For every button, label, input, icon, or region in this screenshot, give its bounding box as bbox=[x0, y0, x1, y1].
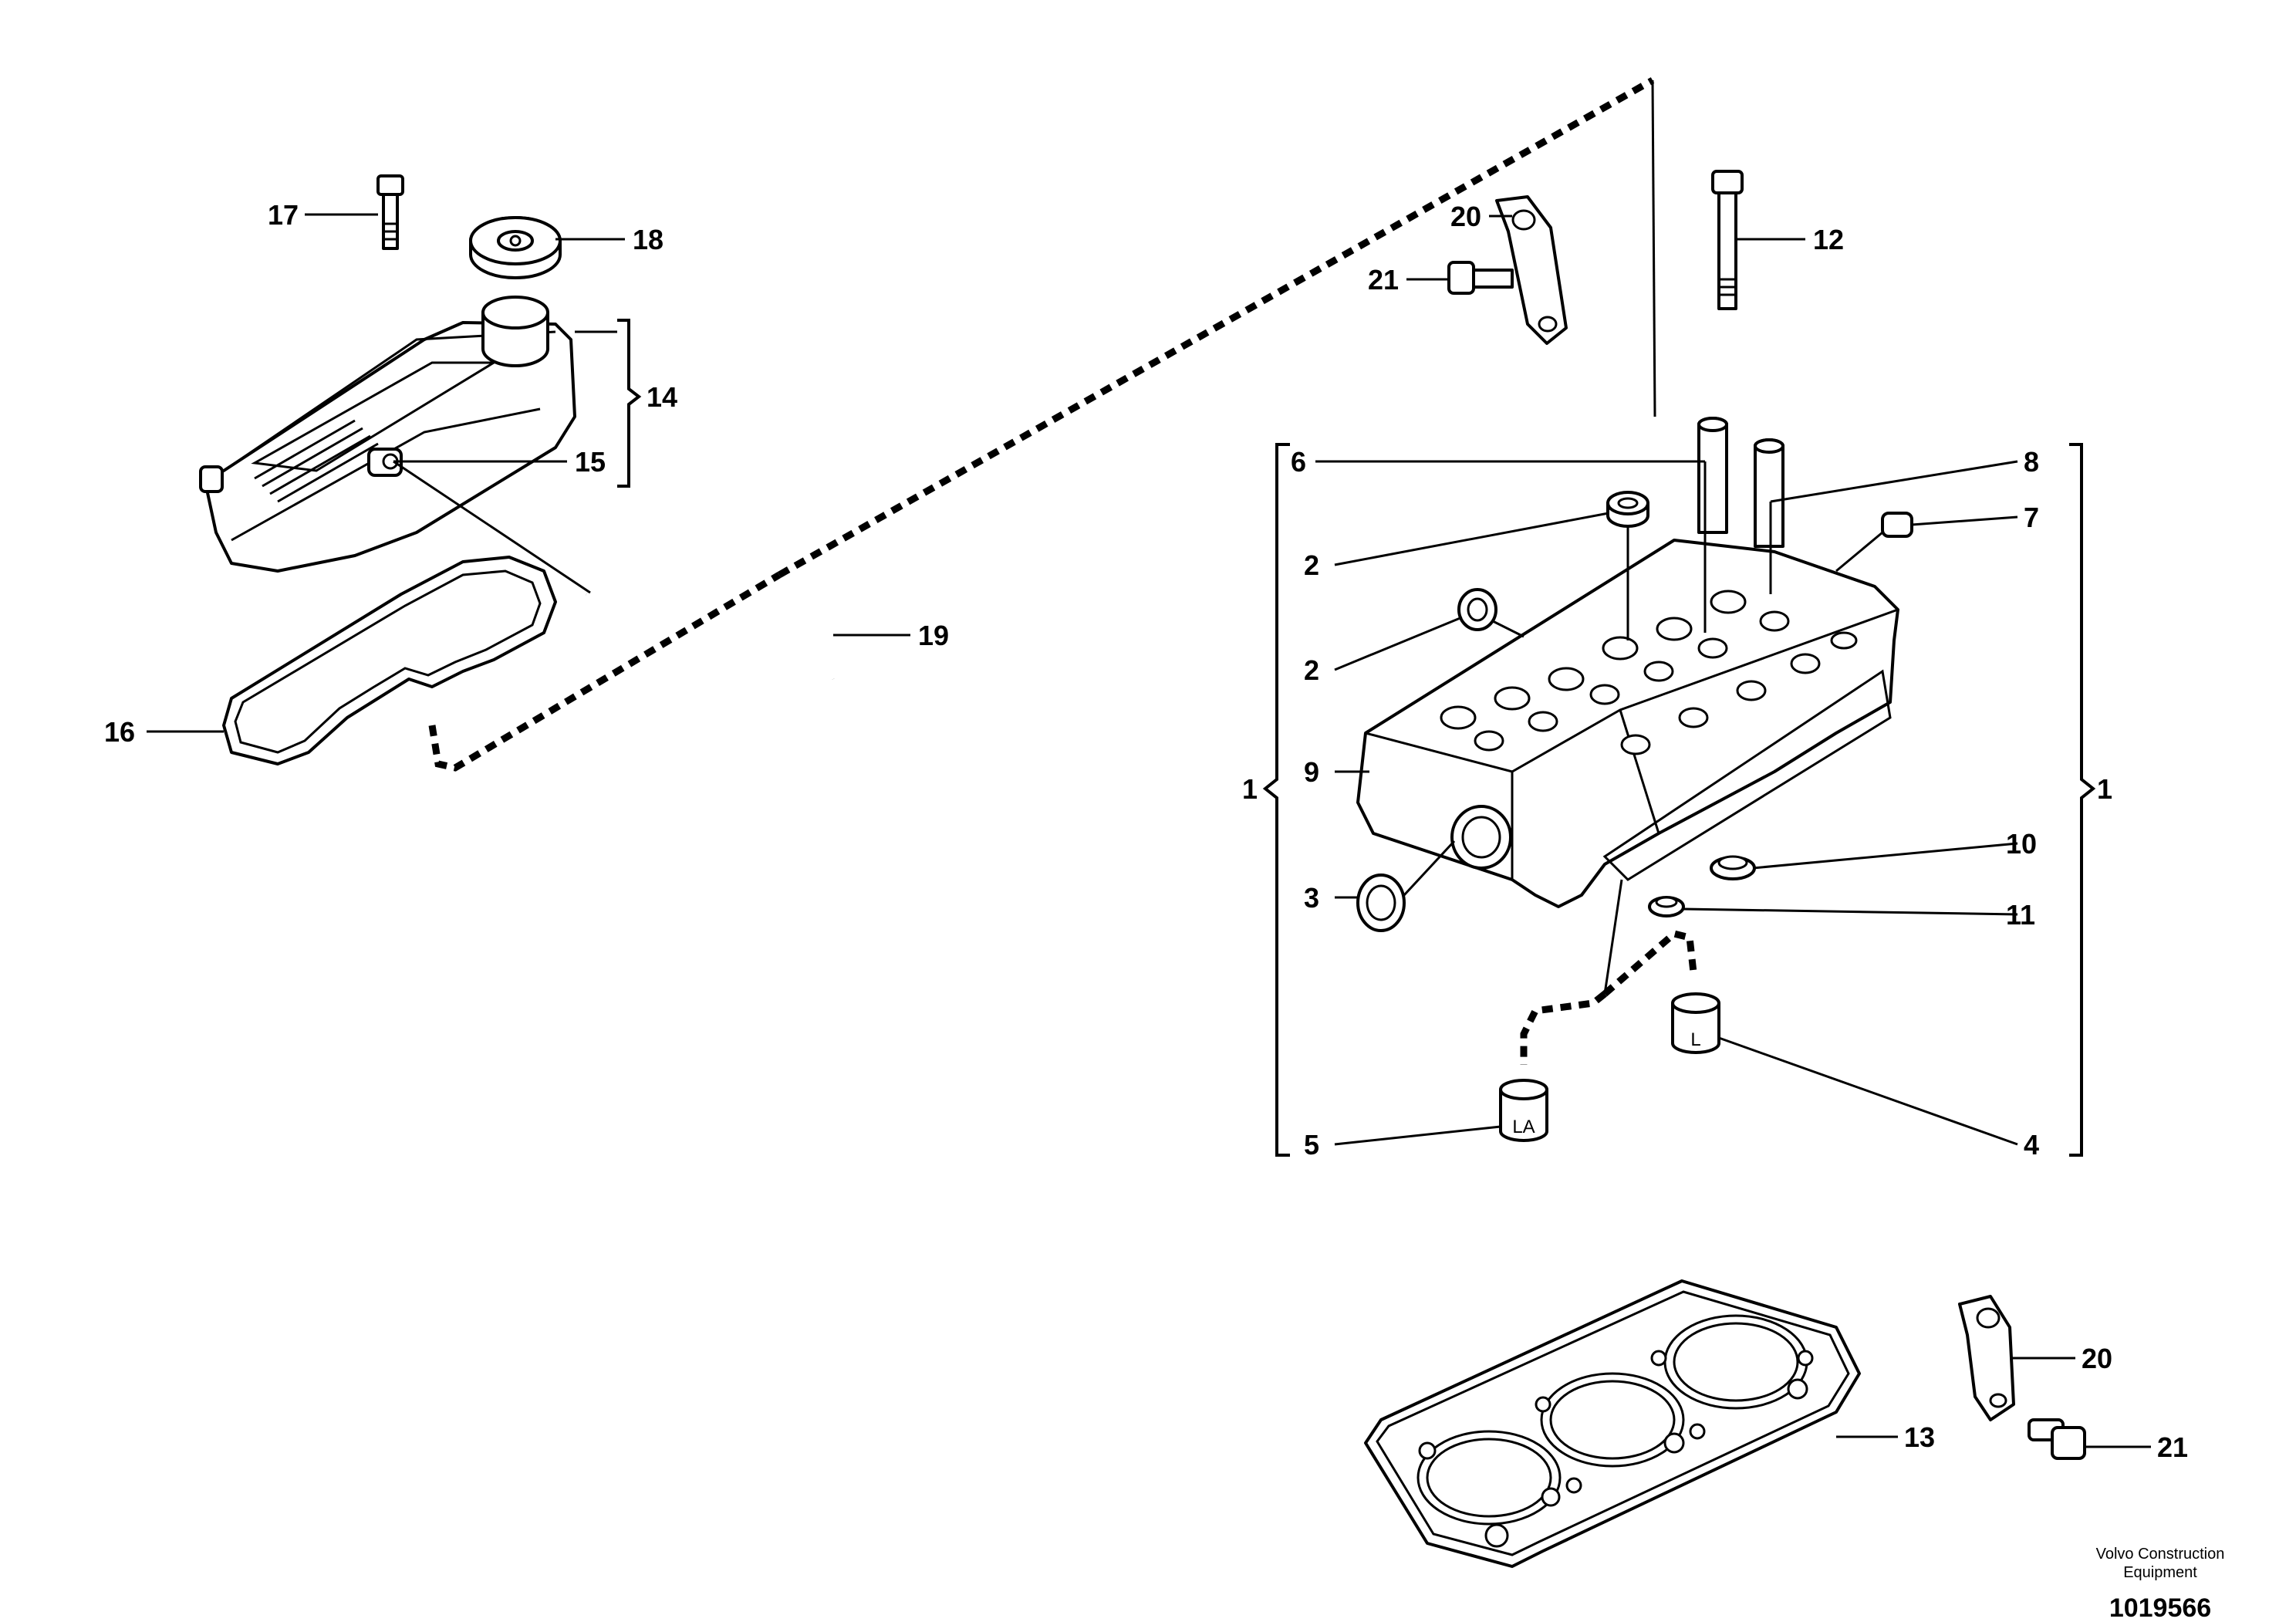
head-gasket-13-part bbox=[1364, 1279, 1861, 1568]
callout-17: 17 bbox=[268, 199, 299, 231]
insert-11-part bbox=[1648, 896, 1685, 917]
valve-guide-8-part bbox=[1754, 438, 1784, 548]
head-ports bbox=[1440, 590, 1858, 755]
valve-cover-14-part bbox=[199, 296, 576, 573]
callout-6: 6 bbox=[1291, 446, 1306, 478]
callout-16: 16 bbox=[104, 716, 135, 748]
callout-20-bottom: 20 bbox=[2082, 1343, 2112, 1374]
callout-10: 10 bbox=[2006, 828, 2037, 860]
seal-2-lower-part bbox=[1457, 588, 1497, 631]
breather-hose-19-part bbox=[582, 564, 840, 681]
callout-7: 7 bbox=[2024, 502, 2039, 533]
bolt-21-top-part bbox=[1447, 261, 1514, 295]
brand-line-1: Volvo Construction bbox=[2096, 1546, 2225, 1563]
bolt-21-bottom-part bbox=[2028, 1418, 2086, 1460]
cylinder-head-assembly: L LA bbox=[1356, 417, 1913, 1142]
callout-labels: 17 18 14 15 16 19 20 21 12 6 8 7 2 2 9 1… bbox=[104, 199, 2188, 1463]
bolt-17-part bbox=[376, 174, 404, 250]
callout-13: 13 bbox=[1904, 1421, 1935, 1453]
callout-1-right: 1 bbox=[2097, 773, 2112, 805]
callout-21-bottom: 21 bbox=[2157, 1431, 2188, 1463]
dowel-l-mark: L bbox=[1690, 1029, 1700, 1050]
leader-lines bbox=[147, 213, 2151, 1448]
bracket-20-top-part bbox=[1495, 195, 1568, 345]
seal-3-part bbox=[1356, 874, 1406, 932]
insert-10-part bbox=[1710, 855, 1756, 880]
valve-cover-assembly bbox=[199, 174, 840, 765]
plug-7-part bbox=[1881, 512, 1913, 538]
seal-2-upper-part bbox=[1606, 491, 1649, 528]
callout-4: 4 bbox=[2024, 1129, 2039, 1161]
dowel-4-part: L bbox=[1671, 992, 1720, 1054]
callout-9: 9 bbox=[1304, 756, 1319, 788]
dowel-5-part: LA bbox=[1499, 1079, 1548, 1142]
drawing-footer: Volvo Construction Equipment 1019566 bbox=[2096, 1546, 2225, 1622]
brand-line-2: Equipment bbox=[2123, 1564, 2197, 1581]
callout-8: 8 bbox=[2024, 446, 2039, 478]
callout-5: 5 bbox=[1304, 1129, 1319, 1161]
gasket-16-part bbox=[222, 556, 557, 765]
bolt-12-part bbox=[1711, 170, 1744, 310]
assembly-line-dowel bbox=[1603, 879, 1623, 995]
assembly-braces bbox=[617, 319, 2096, 1157]
bracket-20-bottom-part bbox=[1958, 1295, 2015, 1421]
callout-2-lower: 2 bbox=[1304, 654, 1319, 686]
callout-19: 19 bbox=[918, 620, 949, 651]
dowel-la-mark: LA bbox=[1512, 1117, 1535, 1137]
assembly-line-head bbox=[1651, 79, 1656, 417]
callout-12: 12 bbox=[1813, 224, 1844, 255]
valve-guide-6-part bbox=[1697, 417, 1728, 534]
callout-21-top: 21 bbox=[1368, 264, 1399, 296]
callout-2-upper: 2 bbox=[1304, 549, 1319, 581]
callout-11: 11 bbox=[2006, 899, 2035, 931]
callout-3: 3 bbox=[1304, 882, 1319, 914]
callout-20-top: 20 bbox=[1450, 201, 1481, 232]
assembly-dashed-lines bbox=[428, 77, 1697, 1065]
callout-15: 15 bbox=[575, 446, 606, 478]
callout-18: 18 bbox=[633, 224, 663, 255]
drawing-number: 1019566 bbox=[2109, 1593, 2211, 1622]
callout-1-left: 1 bbox=[1242, 773, 1258, 805]
callout-14: 14 bbox=[647, 381, 677, 413]
oil-cap-18-part bbox=[469, 216, 562, 279]
cylinder-head-9-part bbox=[1356, 539, 1899, 908]
